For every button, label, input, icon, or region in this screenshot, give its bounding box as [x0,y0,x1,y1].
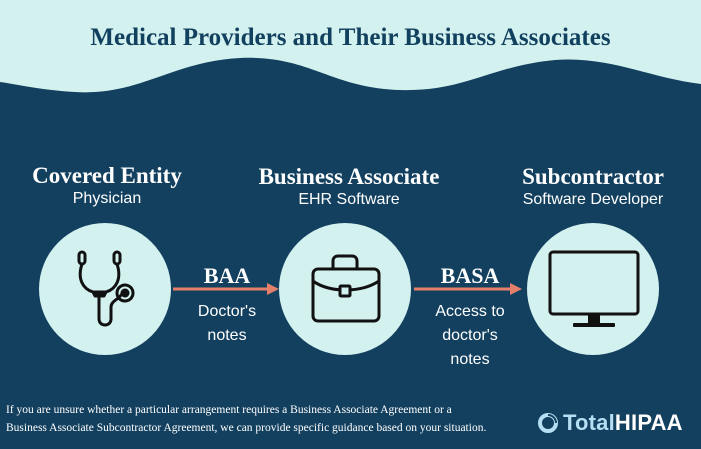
column-covered-entity: Covered Entity Physician [16,163,198,208]
footer-note-line: Business Associate Subcontractor Agreeme… [6,422,487,434]
covered-entity-circle [39,223,171,355]
totalhipaa-logo-icon [538,413,558,433]
logo-total-text: Total [563,410,615,435]
business-associate-circle [279,223,411,355]
role-subtitle: EHR Software [298,191,400,208]
agreement-desc-line: notes [450,351,490,368]
agreement-desc-line: Access to [435,303,505,320]
agreement-desc-line: doctor's [442,327,498,344]
role-label: Covered Entity [32,163,182,188]
agreement-abbr: BAA [203,263,251,288]
agreement-basa: BASA [420,264,520,288]
logo-hipaa-text: HIPAA [614,410,683,435]
agreement-baa-description: Doctor's notes [178,300,276,348]
role-subtitle: Software Developer [522,191,664,208]
footer-note: If you are unsure whether a particular a… [6,401,531,437]
stethoscope-icon [77,250,135,327]
baa-arrow [173,283,279,295]
agreement-baa: BAA [182,264,272,288]
role-label: Business Associate [258,164,440,189]
agreement-desc-line: Doctor's [197,303,257,320]
monitor-icon [548,250,640,327]
agreement-abbr: BASA [440,263,500,288]
page-title: Medical Providers and Their Business Ass… [90,24,611,51]
agreement-desc-line: notes [207,327,247,344]
header-wave [0,0,701,93]
footer-note-line: If you are unsure whether a particular a… [6,404,452,416]
briefcase-icon [311,254,381,323]
column-subcontractor: Subcontractor Software Developer [498,164,688,209]
basa-arrow [414,283,522,295]
column-business-associate: Business Associate EHR Software [247,164,451,209]
role-label: Subcontractor [522,164,664,189]
role-subtitle: Physician [72,190,142,207]
subcontractor-circle [527,223,659,355]
agreement-basa-description: Access to doctor's notes [420,300,520,372]
